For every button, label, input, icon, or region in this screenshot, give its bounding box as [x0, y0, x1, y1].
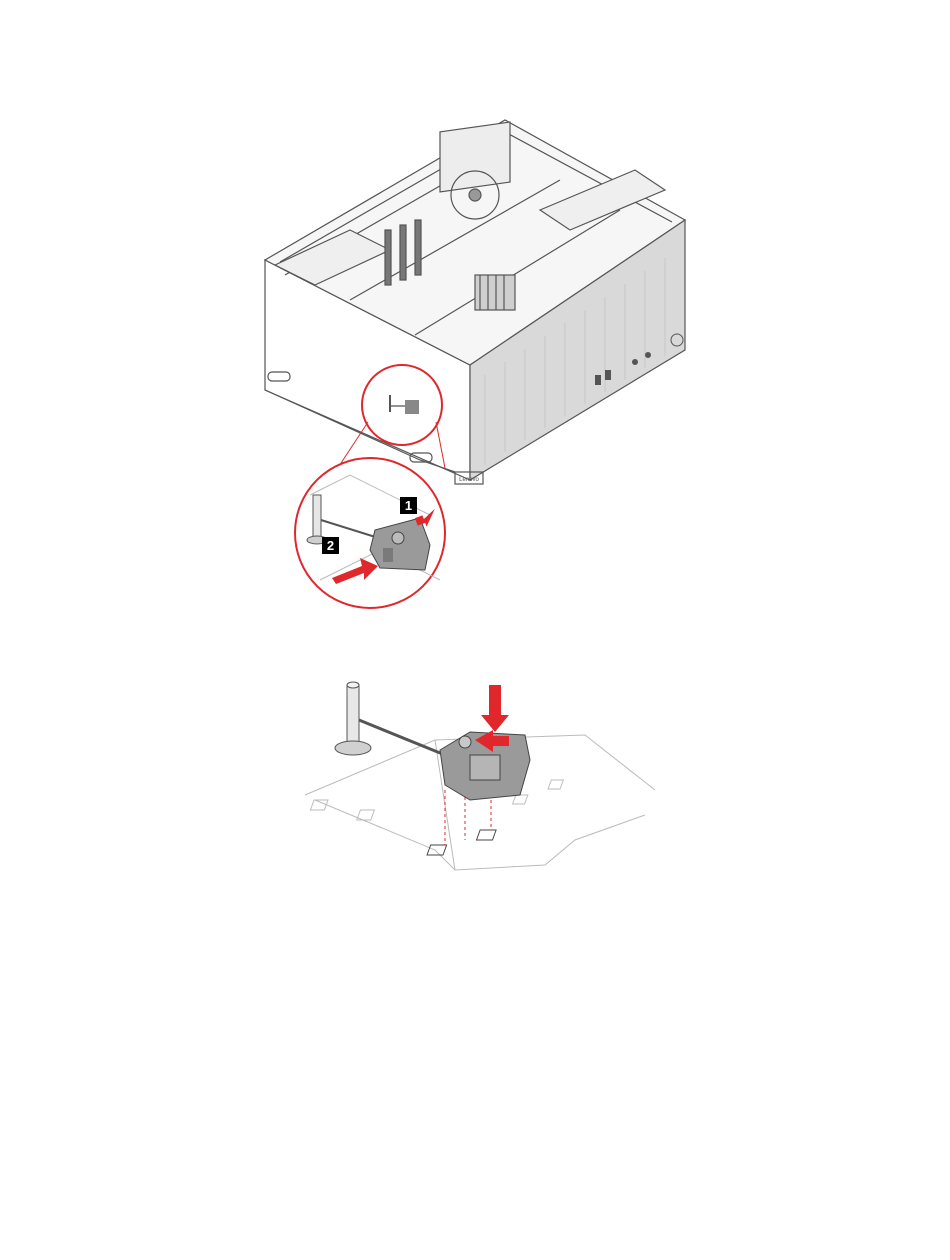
brand-plate-text: Lenovo [459, 477, 479, 483]
cable [359, 720, 445, 755]
callout-1: 1 [400, 497, 417, 514]
callout-2: 2 [322, 537, 339, 554]
callout-2-label: 2 [327, 538, 334, 553]
magnify-circle-icon [362, 365, 442, 445]
figure-chassis-removal: Lenovo 1 2 [240, 100, 720, 620]
callout-1-label: 1 [405, 498, 412, 513]
mount-holes [427, 830, 496, 855]
red-press-arrow-icon [475, 685, 509, 752]
computer-chassis [265, 120, 685, 484]
standoff-post [335, 682, 371, 755]
detail-magnify-circle [295, 458, 445, 608]
figure-clip-install [295, 660, 675, 890]
